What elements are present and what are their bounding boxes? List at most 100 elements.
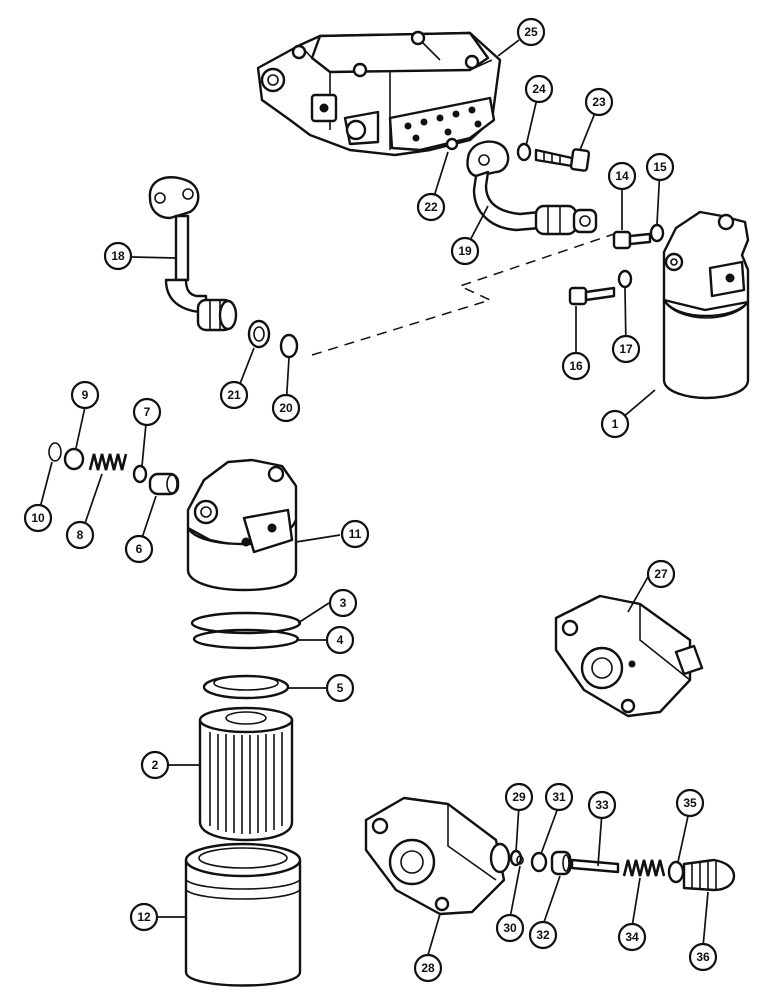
seat-30 (516, 855, 524, 865)
svg-text:4: 4 (337, 633, 344, 647)
callout-23: 23 (584, 87, 614, 117)
svg-text:16: 16 (569, 359, 583, 373)
callout-34: 34 (617, 922, 647, 952)
callout-17: 17 (611, 334, 641, 364)
callout-9: 9 (70, 380, 100, 410)
valve-body-27 (554, 594, 704, 718)
callout-14: 14 (607, 161, 637, 191)
alignment-dashed-line (311, 233, 615, 356)
callout-30: 30 (495, 913, 525, 943)
callout-24: 24 (524, 74, 554, 104)
o-ring-22 (445, 137, 459, 151)
callout-29: 29 (504, 782, 534, 812)
svg-text:2: 2 (152, 758, 159, 772)
svg-text:8: 8 (77, 528, 84, 542)
pin-33 (570, 858, 620, 874)
callout-27: 27 (646, 559, 676, 589)
callout-35: 35 (675, 788, 705, 818)
callout-16: 16 (561, 351, 591, 381)
svg-text:29: 29 (512, 790, 526, 804)
bolt-16 (568, 286, 616, 306)
svg-text:14: 14 (615, 169, 629, 183)
valve-body-28 (364, 796, 511, 916)
callout-33: 33 (587, 790, 617, 820)
callout-2: 2 (140, 750, 170, 780)
svg-text:15: 15 (653, 160, 667, 174)
callout-32: 32 (528, 920, 558, 950)
callout-12: 12 (129, 902, 159, 932)
tube-18 (148, 176, 238, 332)
bolt-14 (612, 230, 652, 250)
svg-text:22: 22 (424, 200, 438, 214)
plug-36 (682, 858, 736, 892)
svg-text:34: 34 (625, 930, 639, 944)
callout-31: 31 (544, 782, 574, 812)
callout-25: 25 (516, 17, 546, 47)
tube-19 (466, 140, 598, 236)
cap-9 (63, 447, 85, 471)
callout-28: 28 (413, 953, 443, 983)
callout-6: 6 (124, 534, 154, 564)
washer-21 (247, 319, 271, 349)
washer-7 (132, 464, 148, 484)
callout-8: 8 (65, 520, 95, 550)
washer-21-hole (253, 326, 265, 342)
callout-19: 19 (450, 236, 480, 266)
svg-text:30: 30 (503, 921, 517, 935)
svg-text:11: 11 (349, 527, 362, 541)
seal-3 (190, 611, 302, 635)
callout-22: 22 (416, 192, 446, 222)
svg-text:21: 21 (227, 388, 241, 402)
washer-31 (530, 851, 548, 873)
spring-8 (88, 453, 128, 471)
svg-text:23: 23 (592, 95, 606, 109)
callout-4: 4 (325, 625, 355, 655)
washer-17 (617, 269, 633, 289)
svg-text:5: 5 (337, 681, 344, 695)
svg-text:6: 6 (136, 542, 143, 556)
ring-5 (202, 674, 290, 700)
filter-element-2 (198, 706, 294, 842)
svg-text:12: 12 (137, 910, 151, 924)
filter-assembly-1 (662, 210, 750, 400)
svg-text:25: 25 (524, 25, 538, 39)
svg-text:35: 35 (683, 796, 697, 810)
washer-35 (667, 860, 685, 884)
valve-housing-25 (256, 30, 502, 157)
filter-head-11 (186, 458, 298, 592)
callout-1: 1 (600, 409, 630, 439)
callout-15: 15 (645, 152, 675, 182)
svg-text:32: 32 (536, 928, 550, 942)
callout-18: 18 (103, 241, 133, 271)
svg-text:1: 1 (612, 417, 619, 431)
callout-11: 11 (340, 519, 370, 549)
callout-36: 36 (688, 942, 718, 972)
svg-text:33: 33 (595, 798, 609, 812)
callout-20: 20 (271, 393, 301, 423)
callout-5: 5 (325, 673, 355, 703)
spring-34 (622, 859, 666, 877)
callout-3: 3 (328, 588, 358, 618)
svg-text:28: 28 (421, 961, 435, 975)
callout-21: 21 (219, 380, 249, 410)
svg-text:31: 31 (552, 790, 566, 804)
svg-text:7: 7 (144, 405, 151, 419)
washer-24 (516, 142, 532, 162)
svg-text:36: 36 (696, 950, 710, 964)
svg-text:10: 10 (31, 511, 45, 525)
leader-lines (39, 39, 709, 956)
svg-text:24: 24 (532, 82, 546, 96)
bowl-12 (184, 842, 302, 987)
ball-29 (509, 849, 523, 867)
svg-text:9: 9 (82, 388, 89, 402)
plunger-6 (148, 472, 180, 496)
svg-text:18: 18 (111, 249, 125, 263)
seat-32 (550, 850, 572, 876)
svg-text:17: 17 (619, 342, 633, 356)
o-ring-20 (279, 333, 299, 359)
callout-7: 7 (132, 397, 162, 427)
seal-4 (192, 628, 300, 650)
washer-15 (649, 223, 665, 243)
svg-text:3: 3 (340, 596, 347, 610)
